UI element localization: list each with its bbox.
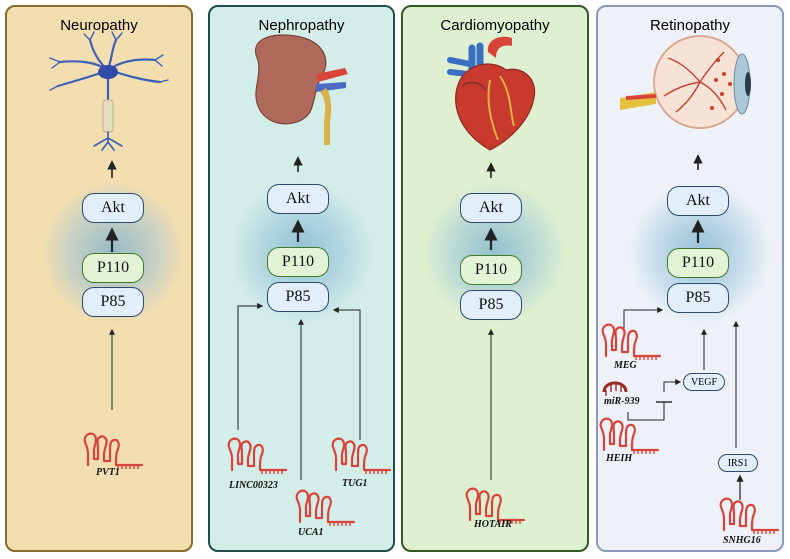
lncrna-label-meg: MEG — [614, 360, 637, 371]
lncrna-label-uca1: UCA1 — [298, 527, 324, 538]
p85-box: P85 — [667, 283, 729, 313]
lncrna-hairpin — [599, 417, 660, 456]
p85-box: P85 — [460, 290, 522, 320]
panel-title: Neuropathy — [60, 17, 138, 34]
mirna-ticks — [605, 384, 622, 396]
p85-box: P85 — [267, 282, 329, 312]
irs1-box: IRS1 — [718, 454, 758, 472]
panel-title: Nephropathy — [258, 17, 345, 34]
neuron-icon — [49, 31, 169, 151]
mirna-label-mir939: miR-939 — [604, 396, 640, 407]
arrow — [623, 307, 664, 335]
eye-icon — [620, 35, 751, 129]
akt-box: Akt — [667, 186, 729, 216]
akt-box: Akt — [267, 184, 329, 214]
p110-box: P110 — [460, 255, 522, 285]
lncrna-label-heih: HEIH — [606, 453, 633, 464]
inhibition-line — [627, 402, 665, 421]
akt-box: Akt — [82, 193, 144, 223]
lncrna-hairpin — [719, 497, 780, 536]
panel-title: Cardiomyopathy — [440, 17, 550, 34]
lncrna-hairpin — [83, 432, 144, 471]
arrow — [237, 303, 264, 430]
mirna-hairpin — [602, 381, 628, 393]
lncrna-label-linc00323: LINC00323 — [229, 480, 278, 491]
akt-box: Akt — [460, 193, 522, 223]
heart-icon — [447, 36, 536, 151]
lncrna-hairpin — [227, 437, 288, 476]
p110-box: P110 — [667, 248, 729, 278]
lncrna-hairpin — [295, 489, 356, 528]
vegf-box: VEGF — [683, 373, 725, 391]
arrow — [332, 307, 361, 440]
p110-box: P110 — [82, 253, 144, 283]
lncrna-label-tug1: TUG1 — [342, 478, 368, 489]
p110-box: P110 — [267, 247, 329, 277]
lncrna-label-snhg16: SNHG16 — [723, 535, 761, 546]
lncrna-hairpin — [331, 437, 392, 476]
panel-title: Retinopathy — [649, 17, 731, 34]
kidney-icon — [255, 34, 348, 145]
arrow — [663, 379, 682, 392]
lncrna-label-pvt1: PVT1 — [96, 467, 120, 478]
lncrna-label-hotair: HOTAIR — [474, 519, 512, 530]
lncrna-hairpin — [601, 323, 662, 362]
p85-box: P85 — [82, 287, 144, 317]
